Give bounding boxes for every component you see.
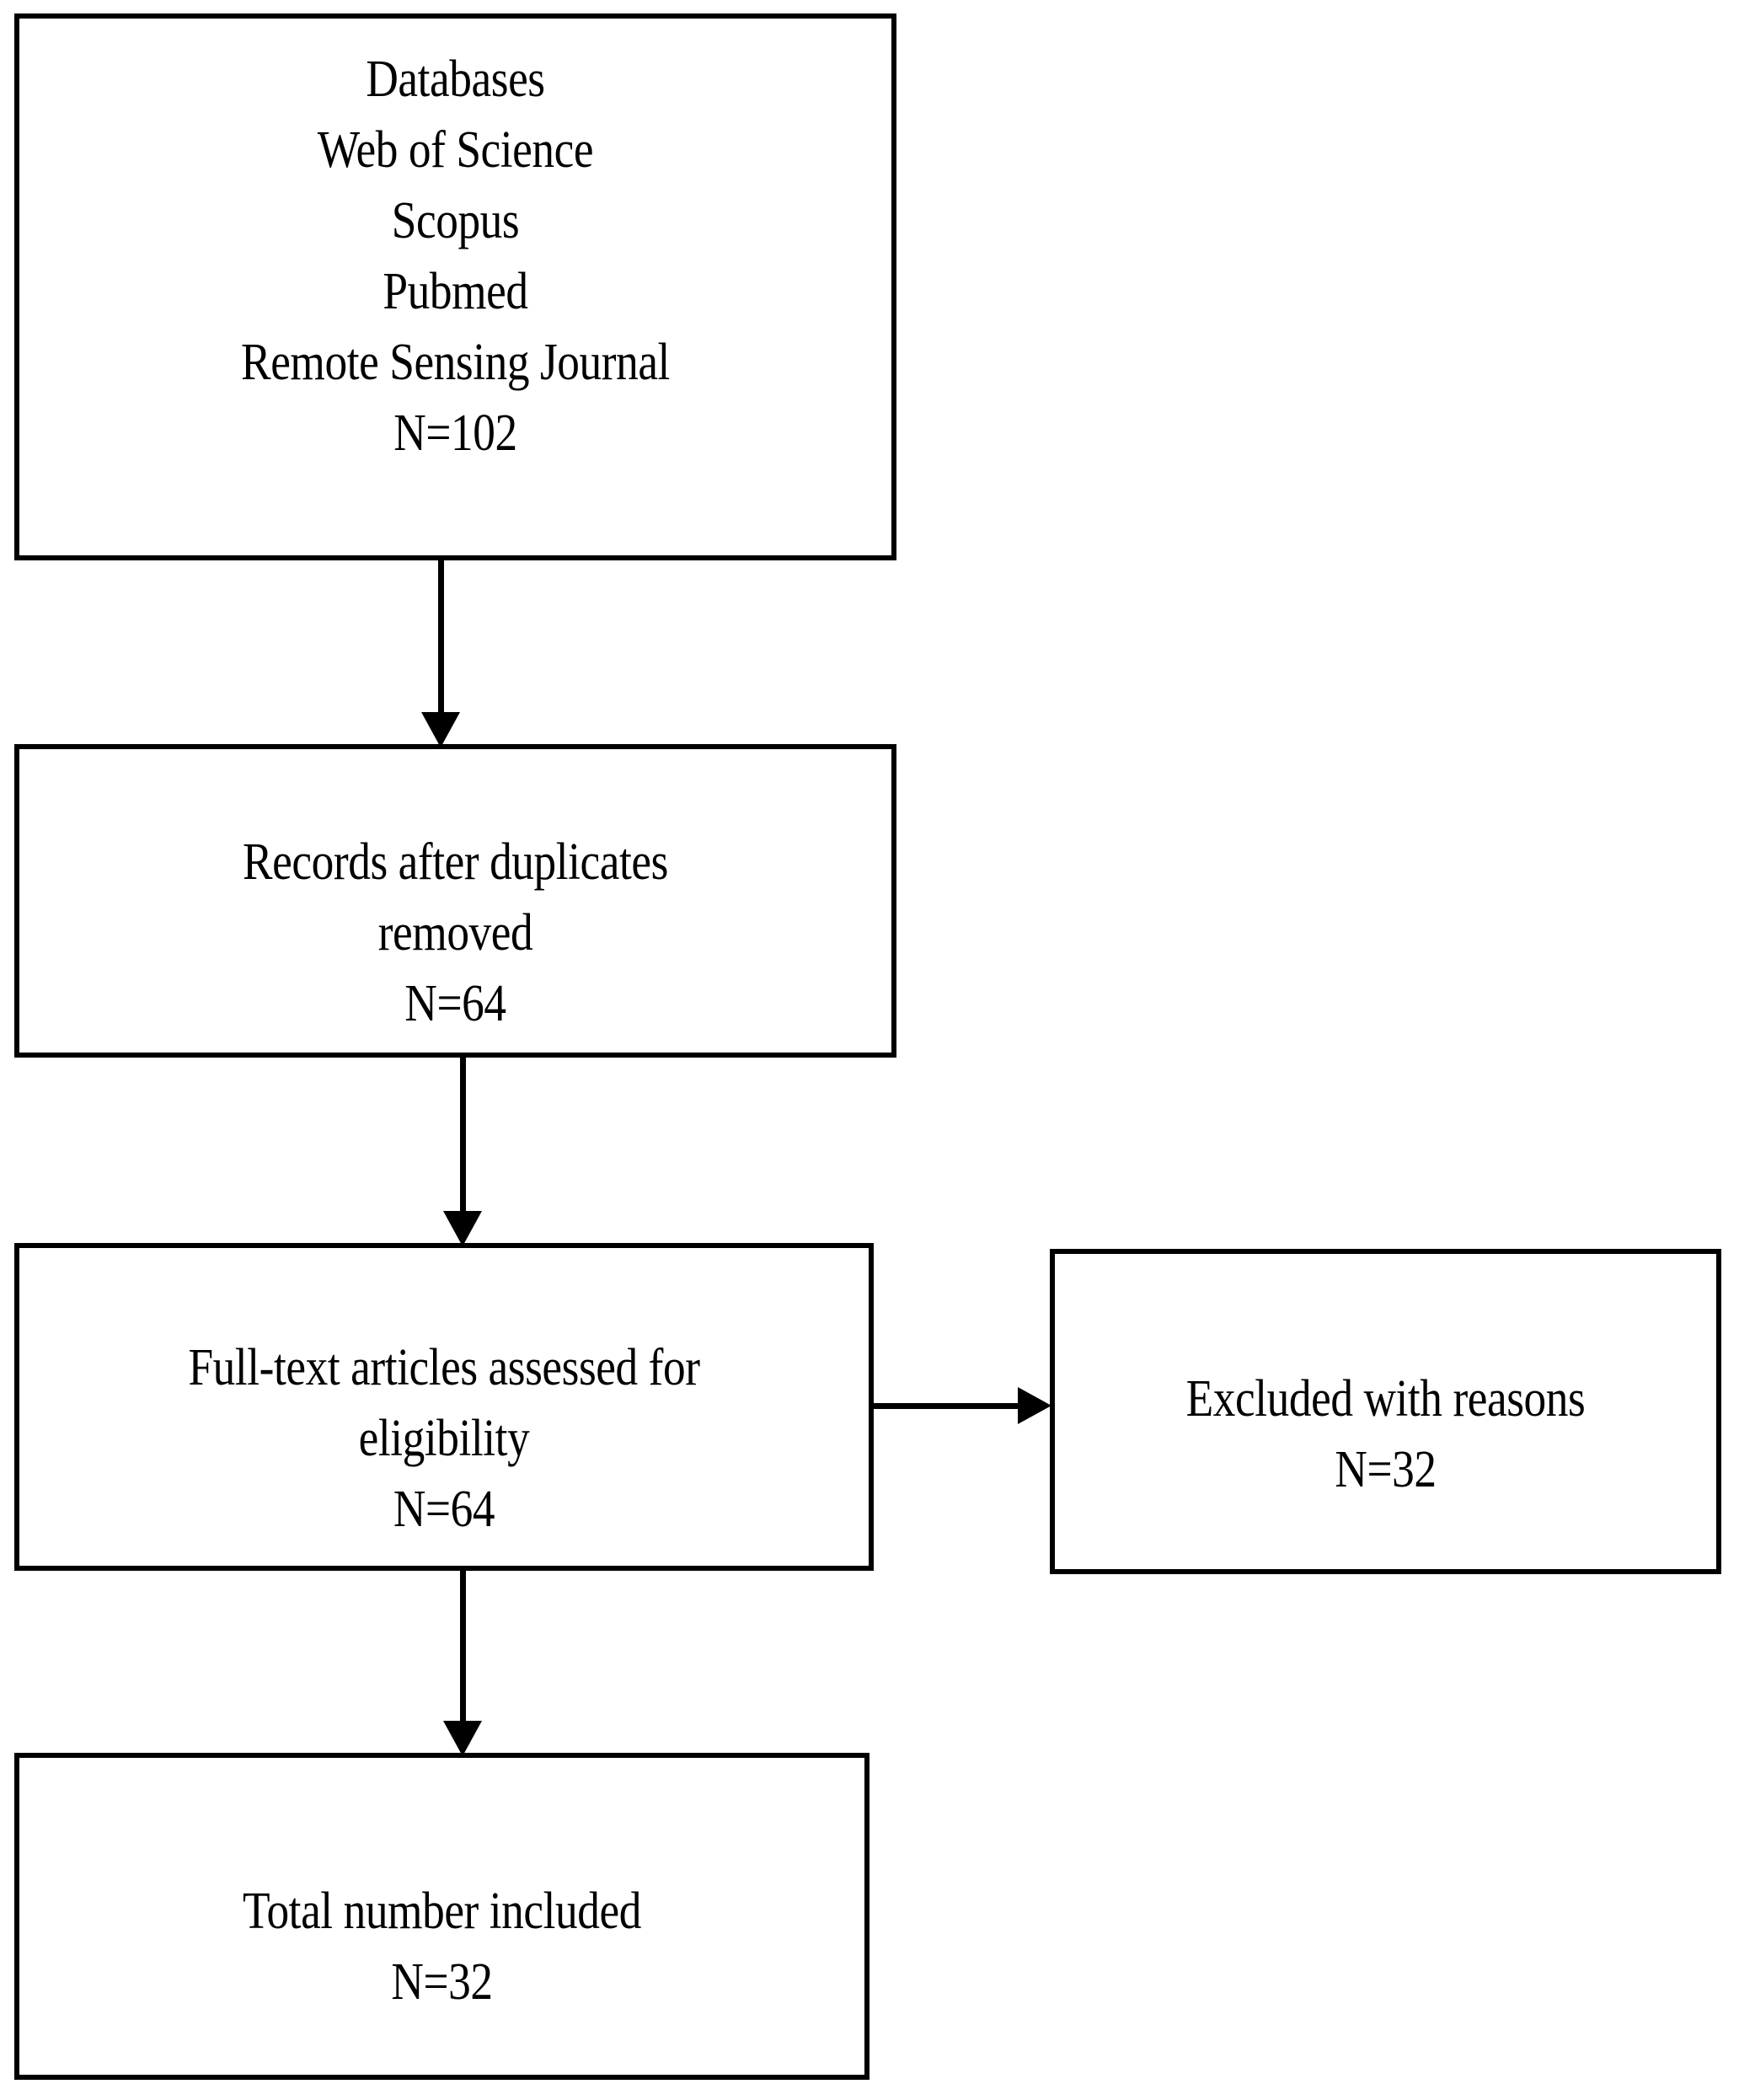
full-text-eligibility-box-text: Full-text articles assessed for eligibil… bbox=[188, 1339, 700, 1538]
arrow-duplicates-to-fulltext bbox=[443, 1054, 482, 1246]
arrow-head-down-icon bbox=[443, 1211, 482, 1246]
excluded-with-reasons-box: Excluded with reasons N=32 bbox=[1050, 1249, 1721, 1574]
databases-box: Databases Web of Science Scopus Pubmed R… bbox=[14, 13, 896, 560]
total-included-box: Total number included N=32 bbox=[14, 1753, 870, 2080]
full-text-eligibility-box: Full-text articles assessed for eligibil… bbox=[14, 1243, 874, 1571]
arrow-shaft bbox=[870, 1402, 1020, 1409]
arrow-shaft bbox=[437, 557, 444, 714]
excluded-with-reasons-box-text: Excluded with reasons N=32 bbox=[1185, 1370, 1586, 1498]
arrow-databases-to-duplicates bbox=[421, 557, 460, 747]
arrow-head-down-icon bbox=[421, 712, 460, 747]
databases-box-text: Databases Web of Science Scopus Pubmed R… bbox=[241, 51, 670, 462]
arrow-shaft bbox=[459, 1054, 466, 1213]
records-after-duplicates-box: Records after duplicates removed N=64 bbox=[14, 744, 896, 1058]
arrow-shaft bbox=[459, 1567, 466, 1722]
arrow-head-down-icon bbox=[443, 1721, 482, 1756]
total-included-box-text: Total number included N=32 bbox=[243, 1883, 641, 2011]
arrow-head-right-icon bbox=[1018, 1387, 1051, 1424]
arrow-fulltext-to-included bbox=[443, 1567, 482, 1756]
arrow-fulltext-to-excluded bbox=[870, 1387, 1051, 1424]
records-after-duplicates-box-text: Records after duplicates removed N=64 bbox=[243, 833, 668, 1032]
